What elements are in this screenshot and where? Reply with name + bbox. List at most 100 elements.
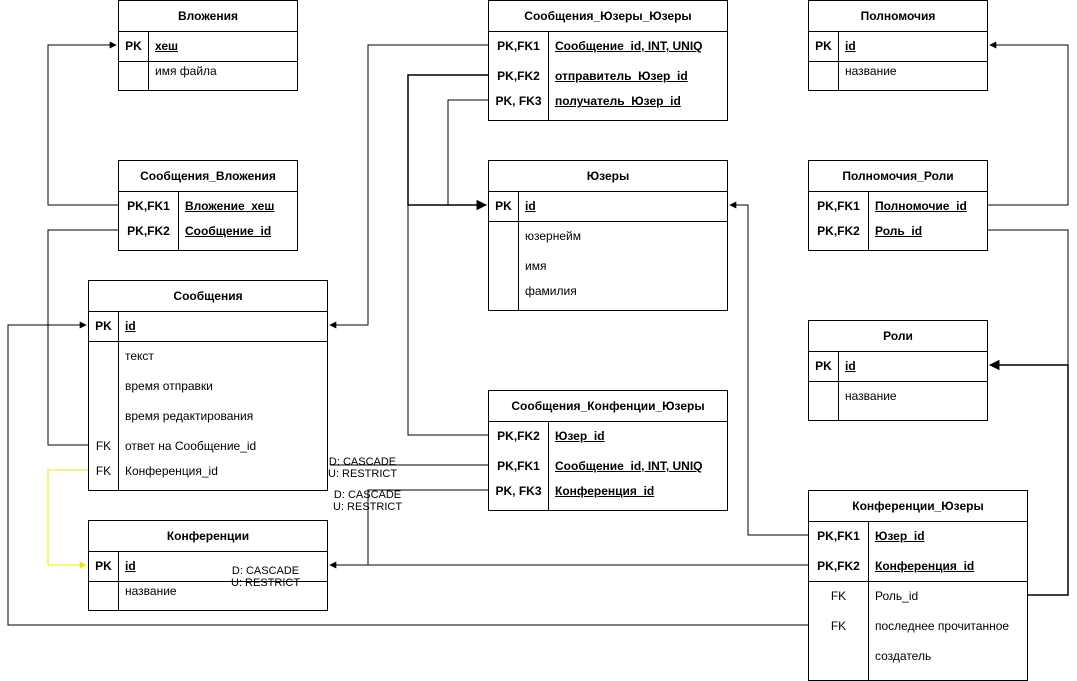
entity-row: PK id xyxy=(89,554,327,578)
entity-field: id xyxy=(125,559,136,573)
entity-row: PK,FK1 Юзер_id xyxy=(809,524,1027,548)
entity-key: FK xyxy=(830,589,847,603)
entity-field: Сообщение_id xyxy=(185,224,272,238)
entity-soobsheniya-yuzery-yuzery[interactable]: Сообщения_Юзеры_Юзеры PK,FK1 Сообщение_i… xyxy=(488,0,728,121)
entity-polnomochiya[interactable]: Полномочия PK id название xyxy=(808,0,988,91)
entity-row: PK id xyxy=(809,34,987,58)
entity-title: Вложения xyxy=(119,1,297,32)
entity-row: юзернейм xyxy=(489,224,727,248)
entity-row: название xyxy=(809,384,987,408)
entity-row: текст xyxy=(89,344,327,368)
entity-soobsheniya-vlozheniya[interactable]: Сообщения_Вложения PK,FK1 Вложение_хеш P… xyxy=(118,160,298,251)
entity-key: PK,FK2 xyxy=(497,429,540,443)
entity-field: отправитель_Юзер_id xyxy=(555,69,688,83)
entity-key xyxy=(119,59,148,83)
entity-field: название xyxy=(125,584,177,598)
entity-field: Вложение_хеш xyxy=(185,199,275,213)
entity-row: PK,FK2 Юзер_id xyxy=(489,424,727,448)
entity-field: время отправки xyxy=(125,379,213,393)
entity-field: id xyxy=(125,319,136,333)
entity-row: PK id xyxy=(809,354,987,378)
entity-row: PK,FK2 Сообщение_id xyxy=(119,219,297,243)
edge-permroles-perm-to-perms xyxy=(988,41,1069,206)
entity-field: имя xyxy=(525,259,547,273)
entity-row: PK,FK1 Сообщение_id, INT, UNIQ xyxy=(489,454,727,478)
entity-polnomochiya-roli[interactable]: Полномочия_Роли PK,FK1 Полномочие_id PK,… xyxy=(808,160,988,251)
entity-title: Юзеры xyxy=(489,161,727,192)
entity-title: Сообщения_Вложения xyxy=(119,161,297,192)
entity-key: PK xyxy=(815,39,832,53)
entity-row: PK,FK2 Роль_id xyxy=(809,219,987,243)
entity-field: хеш xyxy=(155,39,179,53)
entity-yuzery[interactable]: Юзеры PK id юзернейм имя фамилия xyxy=(488,160,728,311)
entity-roli[interactable]: Роли PK id название xyxy=(808,320,988,421)
entity-title: Сообщения_Конфенции_Юзеры xyxy=(489,391,727,422)
entity-field: Юзер_id xyxy=(555,429,605,443)
edge-label: D: CASCADE U: RESTRICT xyxy=(231,565,300,589)
edge-label-delete: D: CASCADE xyxy=(231,565,300,577)
entity-title: Сообщения xyxy=(89,281,327,312)
entity-row: создатель xyxy=(809,644,1027,668)
entity-row: PK,FK1 Вложение_хеш xyxy=(119,194,297,218)
entity-field: ответ на Сообщение_id xyxy=(125,439,257,453)
entity-field: время редактирования xyxy=(125,409,254,423)
edge-msguu-sender-to-users xyxy=(407,74,488,211)
entity-field: юзернейм xyxy=(525,229,581,243)
entity-field: id xyxy=(845,39,856,53)
entity-row: PK,FK1 Сообщение_id, INT, UNIQ xyxy=(489,34,727,58)
entity-row: имя xyxy=(489,254,727,278)
entity-key: PK xyxy=(495,199,512,213)
entity-key xyxy=(89,404,118,428)
entity-key: PK xyxy=(815,359,832,373)
entity-row: PK,FK1 Полномочие_id xyxy=(809,194,987,218)
edge-msgattach-to-msg xyxy=(47,229,118,446)
entity-row: FK последнее прочитанное xyxy=(809,614,1027,638)
entity-row: FK ответ на Сообщение_id xyxy=(89,434,327,458)
entity-title: Полномочия xyxy=(809,1,987,32)
entity-row: PK, FK3 Конференция_id xyxy=(489,479,727,503)
entity-field: Конференция_id xyxy=(125,464,218,478)
entity-row: PK хеш xyxy=(119,34,297,58)
entity-field: текст xyxy=(125,349,154,363)
entity-field: id xyxy=(525,199,536,213)
entity-vlozheniya[interactable]: Вложения PK хеш имя файла xyxy=(118,0,298,91)
entity-field: имя файла xyxy=(155,64,217,78)
entity-key xyxy=(489,224,518,248)
entity-konferencii[interactable]: Конференции PK id название xyxy=(88,520,328,611)
edge-label-update: U: RESTRICT xyxy=(333,501,403,513)
entity-field: Юзер_id xyxy=(875,529,925,543)
entity-key: PK xyxy=(125,39,142,53)
entity-key: PK, FK3 xyxy=(495,484,542,498)
edge-label-update: U: RESTRICT xyxy=(328,468,398,480)
entity-row: FK Роль_id xyxy=(809,584,1027,608)
entity-row: время отправки xyxy=(89,374,327,398)
entity-row: фамилия xyxy=(489,279,727,303)
edge-confusers-to-users xyxy=(729,201,808,536)
entity-field: фамилия xyxy=(525,284,577,298)
edge-msguu-to-msg xyxy=(329,44,488,329)
edge-msguu-receiver-to-users xyxy=(447,99,488,205)
entity-soobsheniya[interactable]: Сообщения PK id текст время отправки вре… xyxy=(88,280,328,491)
entity-key: PK,FK1 xyxy=(497,39,540,53)
entity-key xyxy=(489,279,518,303)
edge-mcu-user-to-users xyxy=(407,205,488,436)
entity-row: PK,FK2 отправитель_Юзер_id xyxy=(489,64,727,88)
entity-field: получатель_Юзер_id xyxy=(555,94,681,108)
entity-title: Конференции_Юзеры xyxy=(809,491,1027,522)
edge-confusers-lastread-to-msg xyxy=(7,321,808,626)
entity-key: PK xyxy=(95,559,112,573)
entity-key: PK, FK3 xyxy=(495,94,542,108)
edge-label-update: U: RESTRICT xyxy=(231,577,301,589)
edge-label-delete: D: CASCADE xyxy=(333,489,402,501)
entity-soobsheniya-konferencii-yuzery[interactable]: Сообщения_Конфенции_Юзеры PK,FK2 Юзер_id… xyxy=(488,390,728,511)
entity-row: FK Конференция_id xyxy=(89,459,327,483)
entity-key xyxy=(489,254,518,278)
edge-label: D: CASCADE U: RESTRICT xyxy=(333,489,402,513)
entity-key xyxy=(809,644,868,668)
entity-field: создатель xyxy=(875,649,932,663)
entity-konferencii-yuzery[interactable]: Конференции_Юзеры PK,FK1 Юзер_id PK,FK2 … xyxy=(808,490,1028,681)
entity-key: PK,FK1 xyxy=(817,199,860,213)
entity-field: Сообщение_id, INT, UNIQ xyxy=(555,459,703,473)
entity-field: Конференция_id xyxy=(875,559,975,573)
